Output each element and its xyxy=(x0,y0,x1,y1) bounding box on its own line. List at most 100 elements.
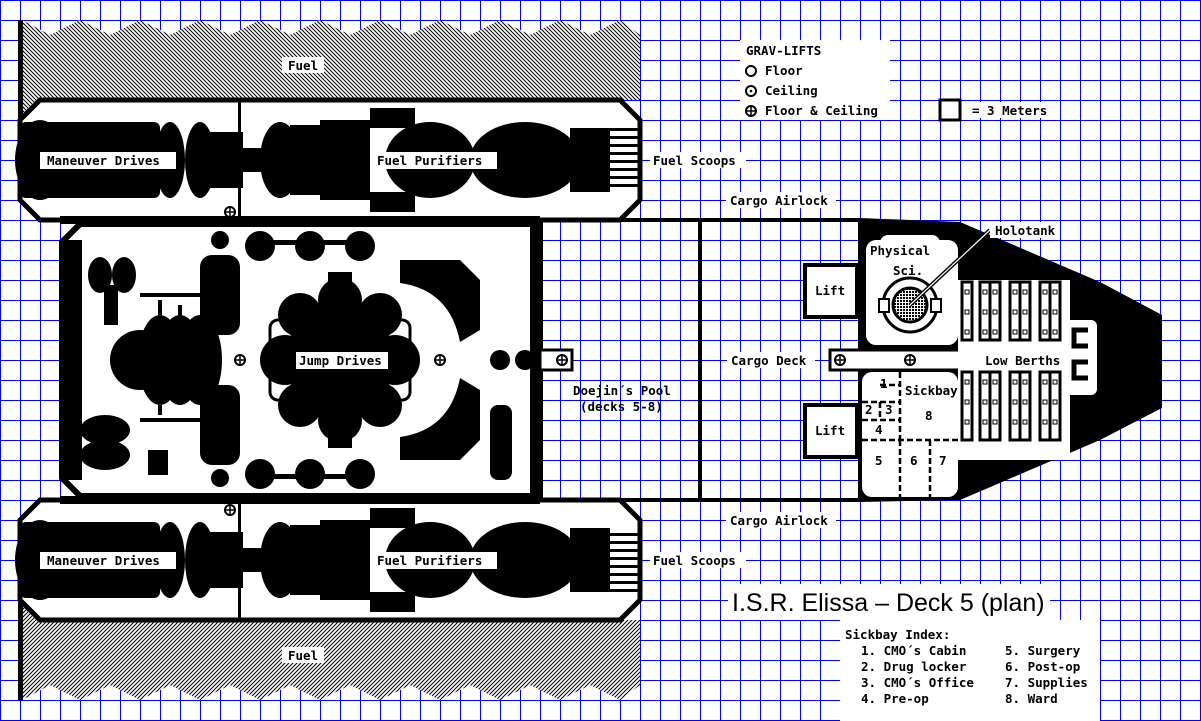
jump-drives-label: Jump Drives xyxy=(299,353,382,368)
room-8: 8 xyxy=(925,408,933,423)
index-item: 1. CMO´s Cabin xyxy=(861,643,966,658)
berth-marker xyxy=(982,309,988,315)
low-berth xyxy=(960,280,974,342)
room-5: 5 xyxy=(875,453,883,468)
berth-marker xyxy=(964,329,970,335)
grav-lift-floor-ceiling-icon xyxy=(834,354,846,366)
legend-ceiling: Ceiling xyxy=(765,83,818,98)
fuel-scoops-bottom-label: Fuel Scoops xyxy=(653,553,736,568)
fuel-bottom-label: Fuel xyxy=(288,648,318,663)
room-7: 7 xyxy=(939,453,947,468)
room-3: 3 xyxy=(885,402,893,417)
grav-lift-floor-ceiling-icon xyxy=(224,504,236,516)
doejins-pool-label: Doejin´s Pool xyxy=(573,383,671,398)
berth-marker xyxy=(1022,309,1028,315)
cargo-deck-label: Cargo Deck xyxy=(731,353,807,368)
berth-marker xyxy=(992,419,998,425)
room-6: 6 xyxy=(910,453,918,468)
berth-marker xyxy=(964,309,970,315)
lift-top-label: Lift xyxy=(815,283,845,298)
circle-cross-icon xyxy=(745,105,757,117)
sickbay-index: Sickbay Index: 1. CMO´s Cabin 2. Drug lo… xyxy=(840,620,1100,721)
index-item: 3. CMO´s Office xyxy=(861,675,974,690)
berth-marker xyxy=(1012,379,1018,385)
index-item: 7. Supplies xyxy=(1005,675,1088,690)
grav-lift-floor-ceiling-icon xyxy=(556,354,568,366)
low-berth xyxy=(1018,370,1032,442)
sickbay-label: Sickbay xyxy=(905,383,958,398)
berth-marker xyxy=(1042,329,1048,335)
grav-lift-floor-ceiling-icon xyxy=(224,206,236,218)
room-2: 2 xyxy=(865,402,873,417)
lift-top xyxy=(803,263,859,319)
index-item: 6. Post-op xyxy=(1005,659,1080,674)
maneuver-drives-bottom-label: Maneuver Drives xyxy=(47,553,160,568)
top-drive-pod xyxy=(15,20,640,220)
scale-square-icon xyxy=(938,98,962,122)
room-1: 1 xyxy=(880,376,888,391)
berth-marker xyxy=(992,289,998,295)
berth-marker xyxy=(1042,399,1048,405)
berth-marker xyxy=(964,379,970,385)
berth-marker xyxy=(1022,289,1028,295)
legend-heading: GRAV-LIFTS xyxy=(746,43,821,58)
berth-marker xyxy=(982,289,988,295)
berth-marker xyxy=(1022,379,1028,385)
legend-floor-ceiling: Floor & Ceiling xyxy=(765,103,878,118)
berth-marker xyxy=(964,399,970,405)
berth-marker xyxy=(1012,309,1018,315)
index-item: 2. Drug locker xyxy=(861,659,967,674)
berth-marker xyxy=(964,289,970,295)
berth-marker xyxy=(1042,289,1048,295)
berth-marker xyxy=(1022,399,1028,405)
grav-lift-floor-ceiling-icon xyxy=(234,354,246,366)
scale-label: = 3 Meters xyxy=(972,103,1047,118)
low-berths-label: Low Berths xyxy=(985,353,1060,368)
berth-marker xyxy=(992,399,998,405)
legend-floor: Floor xyxy=(765,63,803,78)
grav-lift-floor-ceiling-icon xyxy=(904,354,916,366)
low-berth xyxy=(1048,370,1062,442)
berth-marker xyxy=(1052,309,1058,315)
berth-marker xyxy=(1012,399,1018,405)
doejins-pool-sublabel: (decks 5-8) xyxy=(580,399,663,414)
circle-icon xyxy=(745,65,757,77)
page-title: I.S.R. Elissa – Deck 5 (plan) xyxy=(732,589,1045,617)
low-berth xyxy=(988,280,1002,342)
berth-marker xyxy=(1052,419,1058,425)
grav-lift-floor-ceiling-icon xyxy=(434,354,446,366)
low-berth xyxy=(960,370,974,442)
berth-marker xyxy=(1052,399,1058,405)
berth-marker xyxy=(1022,419,1028,425)
physical-sci-label: Physical xyxy=(870,243,930,258)
berth-marker xyxy=(1042,379,1048,385)
room-4: 4 xyxy=(875,422,883,437)
lift-bottom-label: Lift xyxy=(815,423,845,438)
berth-marker xyxy=(1042,419,1048,425)
berth-marker xyxy=(992,379,998,385)
maneuver-drives-top-label: Maneuver Drives xyxy=(47,153,160,168)
fuel-scoops-top-label: Fuel Scoops xyxy=(653,153,736,168)
berth-marker xyxy=(992,329,998,335)
berth-marker xyxy=(982,379,988,385)
lift-bottom xyxy=(803,403,859,459)
low-berth xyxy=(1018,280,1032,342)
low-berth xyxy=(988,370,1002,442)
berth-marker xyxy=(1052,379,1058,385)
index-item: 4. Pre-op xyxy=(861,691,929,706)
low-berth xyxy=(1048,280,1062,342)
fuel-purifiers-top-label: Fuel Purifiers xyxy=(377,153,482,168)
berth-marker xyxy=(1052,289,1058,295)
index-item: 5. Surgery xyxy=(1005,643,1081,658)
cargo-airlock-top-label: Cargo Airlock xyxy=(730,193,828,208)
berth-marker xyxy=(982,399,988,405)
berth-marker xyxy=(1012,419,1018,425)
index-item: 8. Ward xyxy=(1005,691,1058,706)
berth-marker xyxy=(992,309,998,315)
berth-marker xyxy=(982,419,988,425)
fuel-top-label: Fuel xyxy=(288,58,318,73)
cargo-airlock-bottom-label: Cargo Airlock xyxy=(730,513,828,528)
berth-marker xyxy=(1012,329,1018,335)
